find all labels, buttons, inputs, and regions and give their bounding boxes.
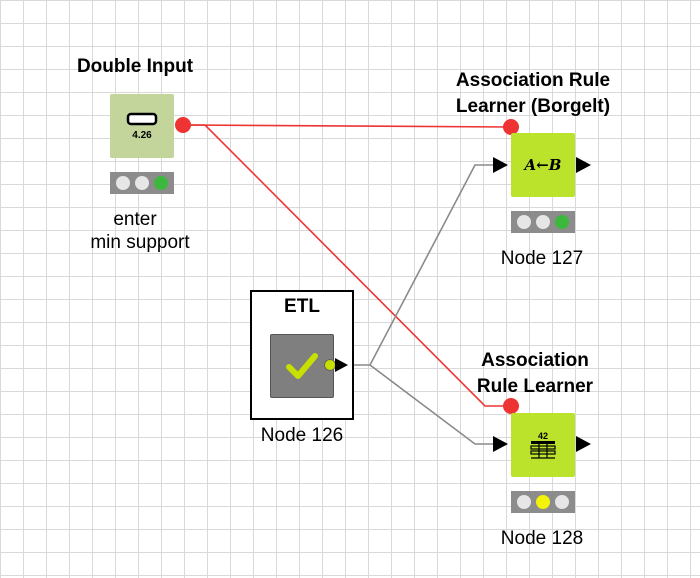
status-light-green [555, 215, 570, 229]
data-out-port-borgelt[interactable] [576, 157, 591, 173]
double-input-icon: 4.26 [126, 112, 158, 141]
node-title-etl: ETL [284, 296, 320, 317]
status-lights-rule-learner [511, 491, 575, 513]
flow-connection-to-borgelt[interactable] [182, 124, 512, 128]
node-title-borgelt-line1: Association Rule [455, 70, 611, 91]
node-caption-rule-learner: Node 128 [500, 528, 584, 549]
double-input-node[interactable]: 4.26 [110, 94, 174, 158]
flow-out-port-double-input[interactable] [175, 117, 191, 133]
checkmark-icon [286, 353, 318, 379]
node-caption-etl: Node 126 [260, 425, 344, 446]
node-title-rule-learner-line1: Association [481, 350, 589, 371]
status-light-yellow [535, 495, 550, 509]
data-connection-to-borgelt[interactable] [348, 164, 495, 366]
etl-metanode[interactable] [270, 334, 334, 398]
svg-text:4.26: 4.26 [132, 130, 152, 141]
data-out-port-rule-learner[interactable] [576, 436, 591, 452]
status-lights-borgelt [511, 211, 575, 233]
svg-text:42: 42 [538, 431, 548, 441]
flow-in-port-borgelt[interactable] [503, 119, 519, 135]
association-rule-learner-node[interactable]: 42 [511, 413, 575, 477]
status-light [516, 215, 531, 229]
status-light [516, 495, 531, 509]
node-caption-borgelt: Node 127 [500, 248, 584, 269]
association-rule-icon: A←B [524, 156, 562, 174]
association-rule-learner-borgelt-node[interactable]: A←B [511, 133, 575, 197]
status-lights-double-input [110, 172, 174, 194]
data-in-port-borgelt[interactable] [493, 157, 508, 173]
node-title-borgelt-line2: Learner (Borgelt) [455, 96, 611, 117]
flow-connection-to-rule-learner[interactable] [183, 124, 511, 407]
status-light-green [154, 176, 169, 190]
itemset-table-icon: 42 [530, 431, 556, 459]
node-title-rule-learner-line2: Rule Learner [476, 376, 594, 397]
etl-out-ports[interactable] [322, 355, 352, 375]
status-light [115, 176, 130, 190]
status-light [535, 215, 550, 229]
flow-in-port-rule-learner[interactable] [503, 398, 519, 414]
node-caption-double-input-line1: enter [113, 209, 157, 230]
status-light [134, 176, 149, 190]
node-caption-double-input-line2: min support [90, 232, 190, 253]
data-connection-to-rule-learner[interactable] [369, 364, 495, 445]
data-in-port-rule-learner[interactable] [493, 436, 508, 452]
node-title-double-input: Double Input [76, 56, 194, 77]
status-light [555, 495, 570, 509]
